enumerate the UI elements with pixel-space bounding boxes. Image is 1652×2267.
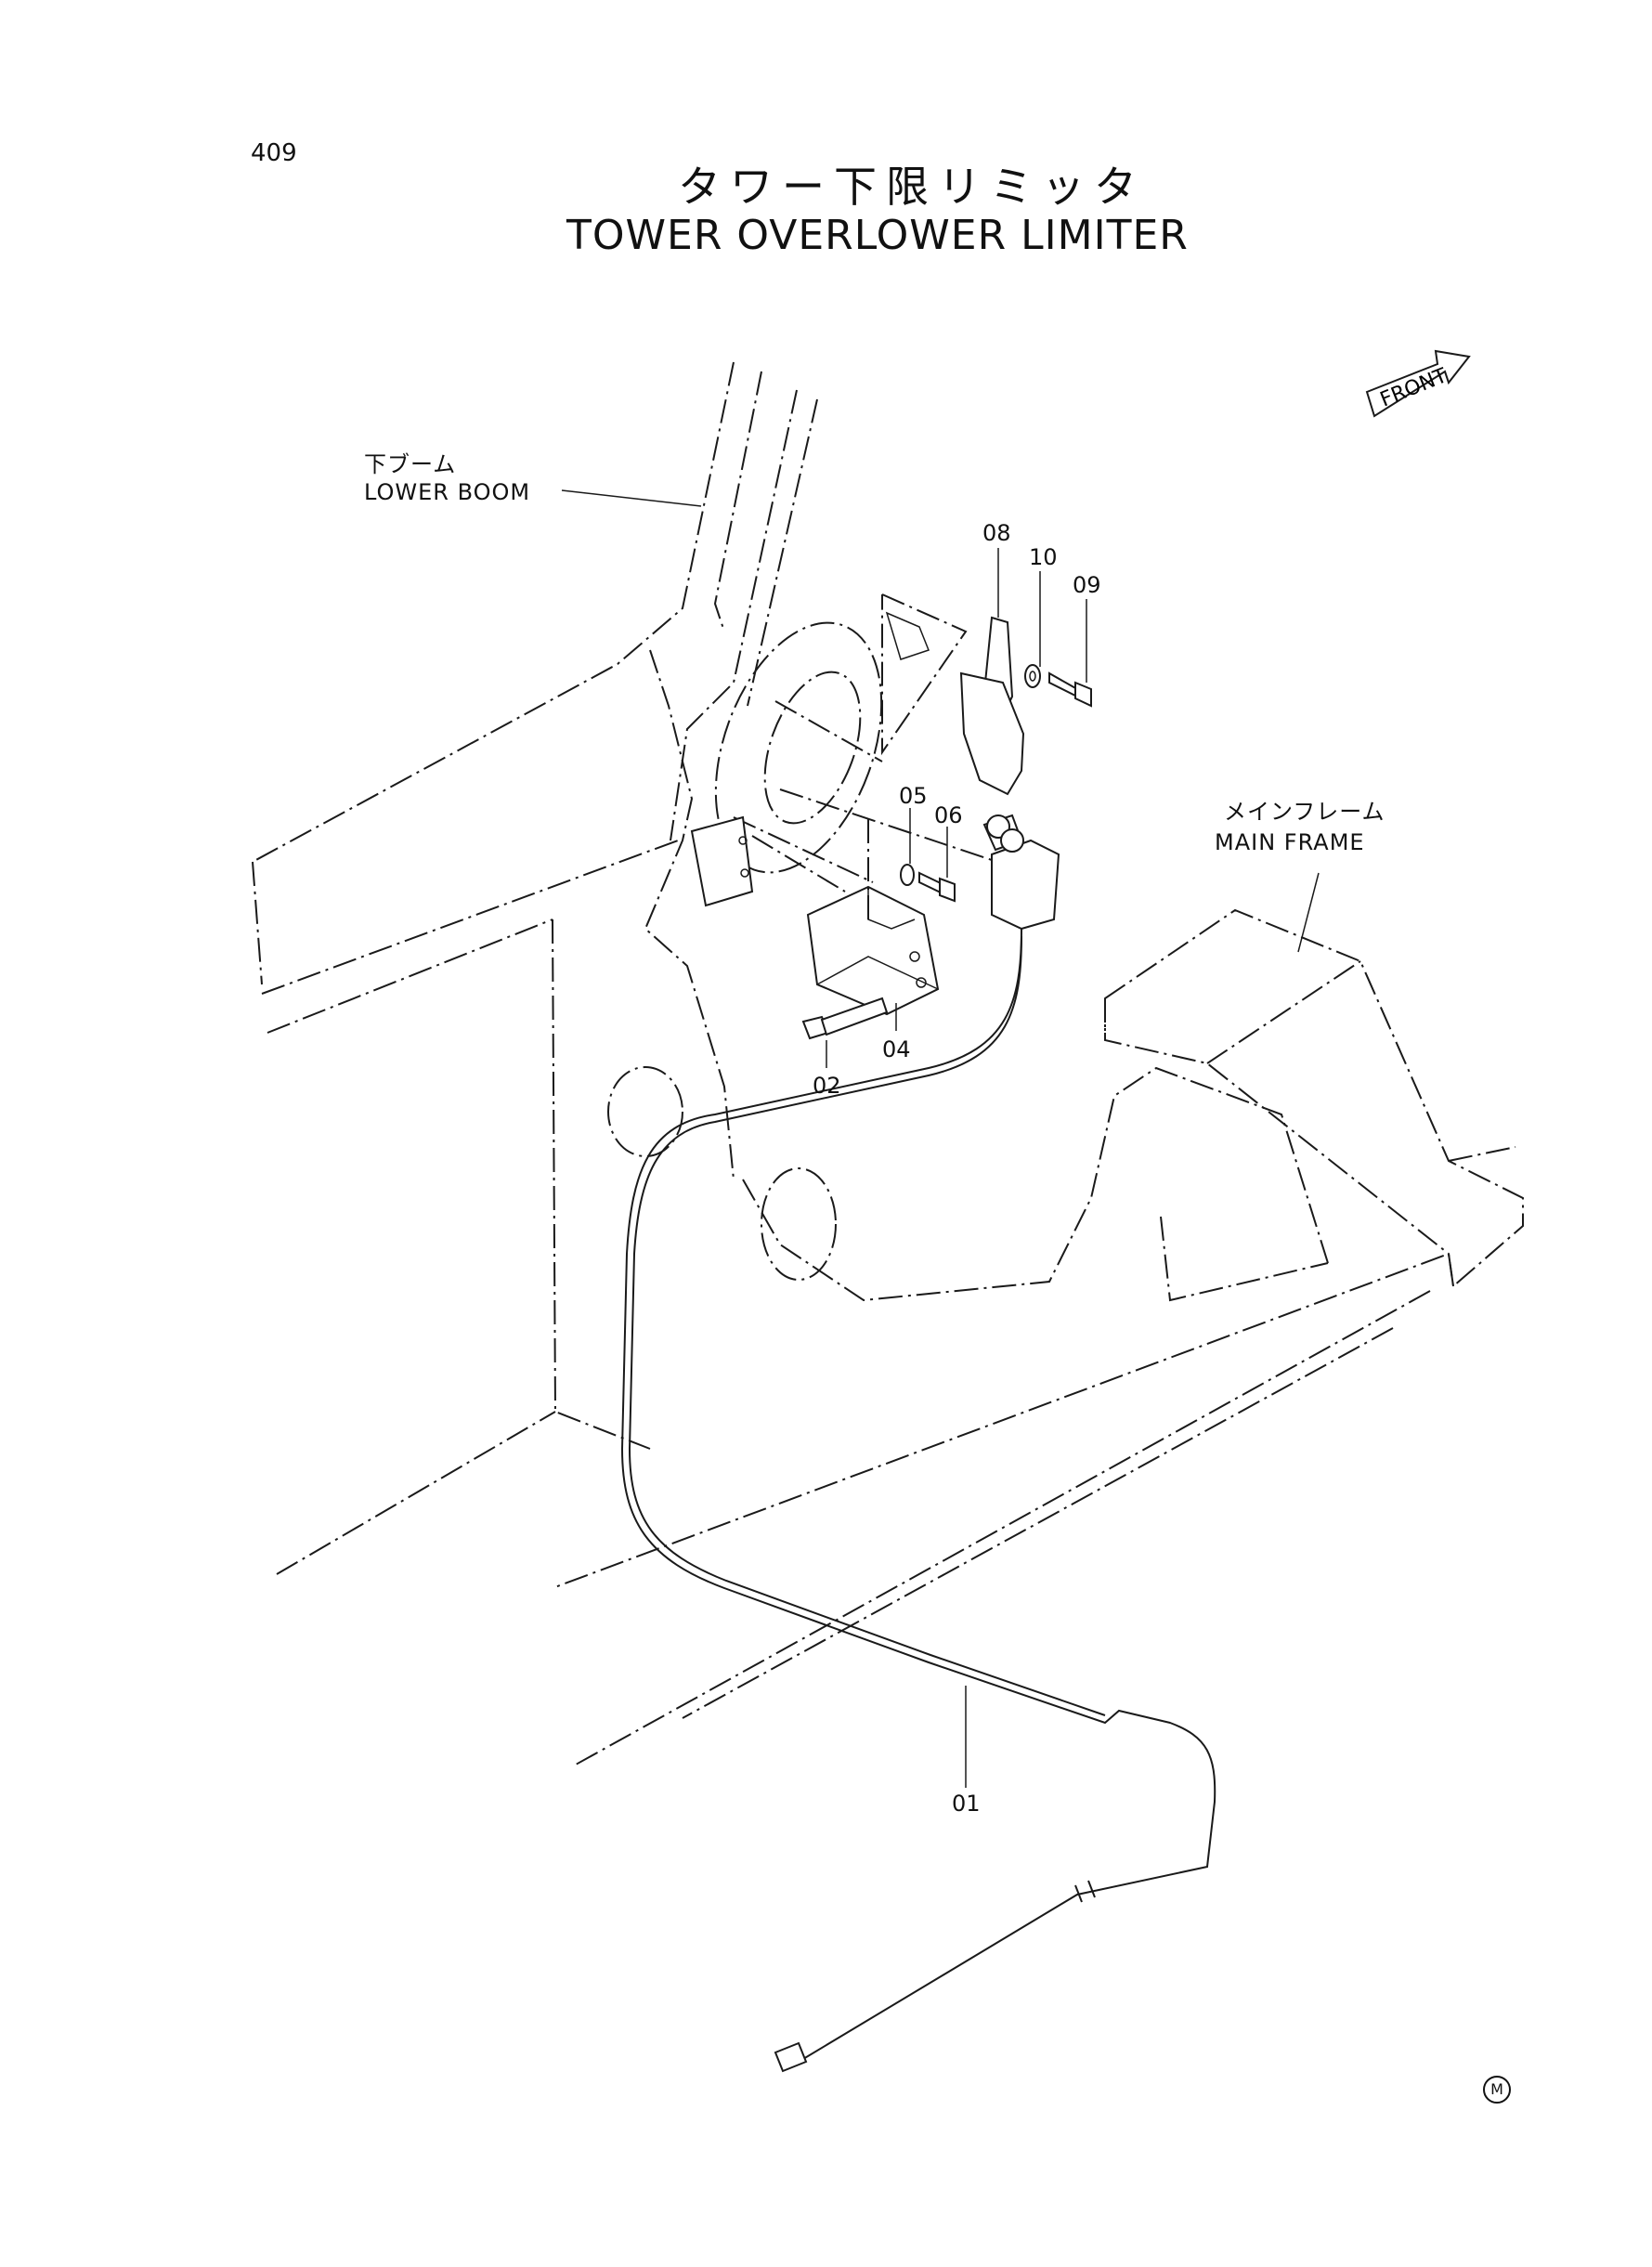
part-01-harness bbox=[620, 928, 1216, 2073]
lower-boom-label-jp: 下ブーム bbox=[364, 451, 457, 477]
front-arrow-icon: FRONT bbox=[1365, 349, 1471, 418]
part-02-bolt bbox=[801, 997, 889, 1040]
leader-lines bbox=[561, 489, 1320, 1788]
title-japanese: タワー下限リミッタ bbox=[678, 162, 1146, 212]
callout-04: 04 bbox=[882, 1036, 911, 1062]
limit-switch bbox=[982, 814, 1060, 931]
callout-06: 06 bbox=[934, 802, 963, 828]
mounting-plate bbox=[690, 815, 846, 907]
part-05-washer bbox=[900, 864, 915, 886]
part-04-bracket bbox=[806, 817, 940, 1016]
title-english: TOWER OVERLOWER LIMITER bbox=[566, 212, 1189, 259]
main-frame-label-jp: メインフレーム bbox=[1224, 799, 1385, 825]
front-label: FRONT bbox=[1377, 364, 1451, 412]
part-06-bolt bbox=[918, 871, 956, 903]
page-number: 409 bbox=[251, 139, 297, 167]
callout-05: 05 bbox=[899, 783, 928, 809]
boom-pin-flange bbox=[714, 593, 1004, 883]
part-10-washer bbox=[1024, 664, 1041, 688]
callout-08: 08 bbox=[982, 520, 1011, 546]
part-09-bolt bbox=[1048, 671, 1092, 708]
callout-01: 01 bbox=[952, 1791, 981, 1817]
main-frame-outline bbox=[552, 908, 1524, 1765]
callout-02: 02 bbox=[813, 1073, 841, 1099]
lower-boom-outline bbox=[252, 361, 837, 1575]
callout-10: 10 bbox=[1029, 544, 1058, 570]
part-08-cam bbox=[959, 616, 1025, 796]
main-frame-label-en: MAIN FRAME bbox=[1215, 829, 1365, 855]
lower-boom-label-en: LOWER BOOM bbox=[364, 479, 531, 505]
callout-09: 09 bbox=[1073, 572, 1101, 598]
circled-m-mark: M bbox=[1483, 2076, 1511, 2104]
